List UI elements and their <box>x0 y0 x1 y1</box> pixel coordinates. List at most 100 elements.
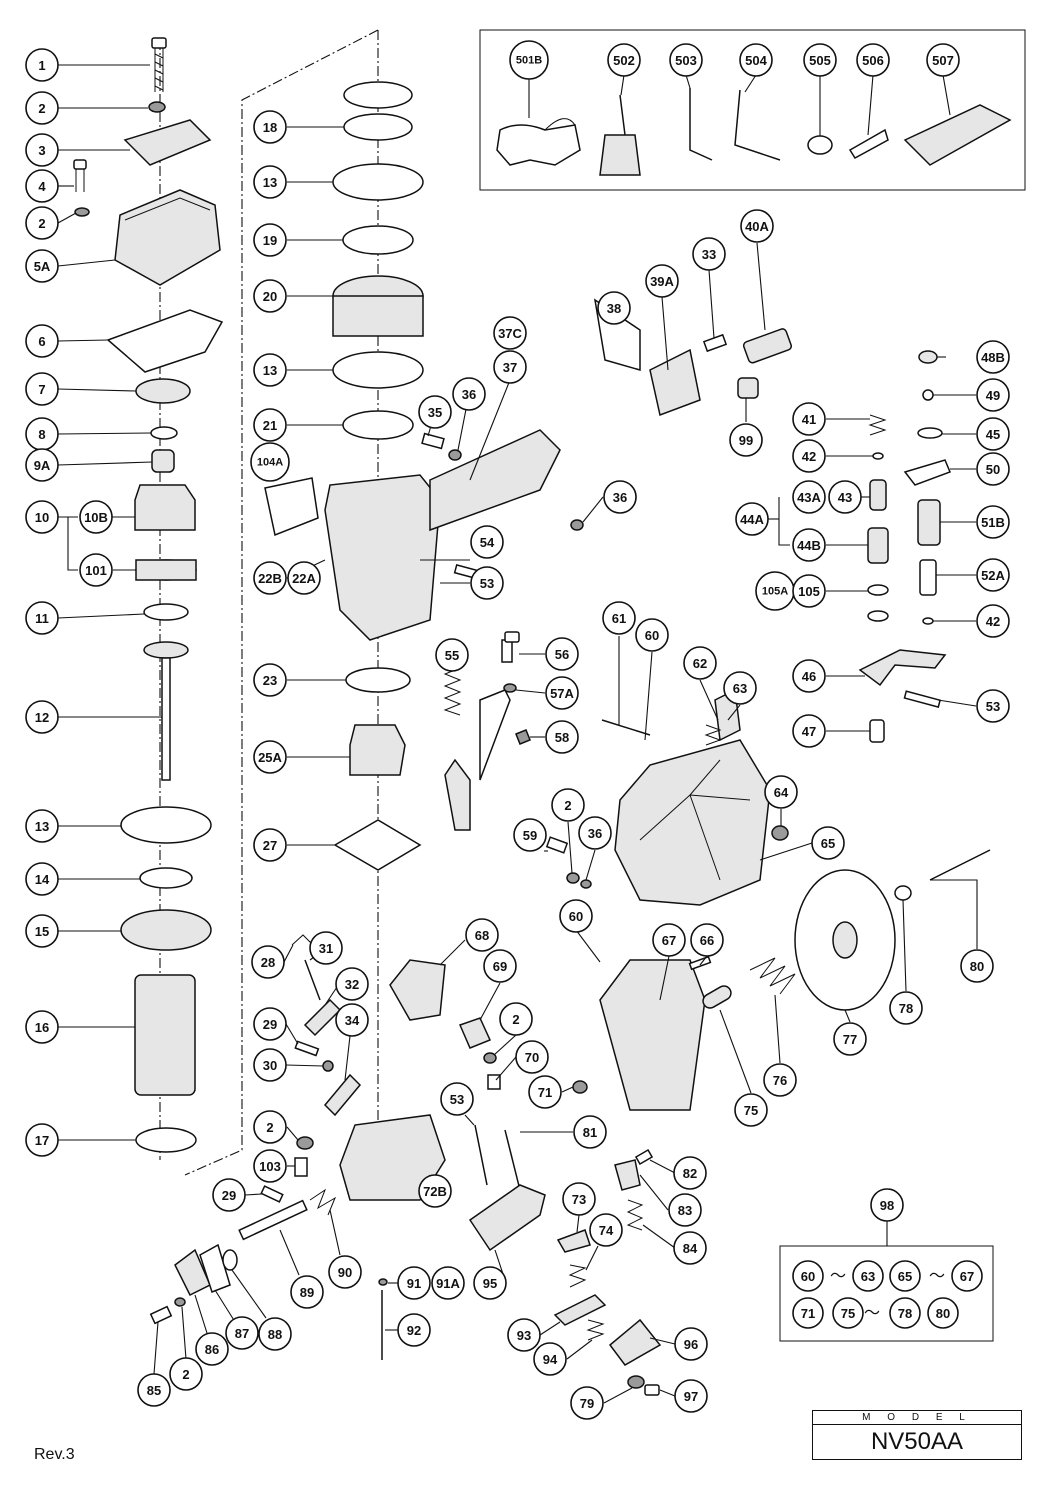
svg-text:28: 28 <box>261 955 275 970</box>
callout-17: 17 <box>25 1123 59 1157</box>
svg-text:17: 17 <box>35 1133 49 1148</box>
svg-text:71: 71 <box>538 1085 552 1100</box>
svg-text:79: 79 <box>580 1396 594 1411</box>
svg-text:62: 62 <box>693 656 707 671</box>
svg-text:7: 7 <box>38 382 45 397</box>
svg-text:501B: 501B <box>516 55 542 67</box>
kit-item-71: 71 <box>792 1297 824 1329</box>
kit-item-78: 78 <box>889 1297 921 1329</box>
callout-10b: 10B <box>79 500 113 534</box>
svg-text:29: 29 <box>222 1188 236 1203</box>
callout-68: 68 <box>465 918 499 952</box>
svg-text:18: 18 <box>263 120 277 135</box>
callout-59: 59 <box>513 818 547 852</box>
svg-text:86: 86 <box>205 1342 219 1357</box>
svg-text:20: 20 <box>263 289 277 304</box>
callout-2: 2 <box>169 1357 203 1391</box>
callout-2: 2 <box>25 91 59 125</box>
callout-56: 56 <box>545 637 579 671</box>
callout-53: 53 <box>470 566 504 600</box>
callout-32: 32 <box>335 967 369 1001</box>
svg-text:53: 53 <box>480 576 494 591</box>
svg-text:61: 61 <box>612 611 626 626</box>
callout-7: 7 <box>25 372 59 406</box>
svg-text:77: 77 <box>843 1032 857 1047</box>
callout-97: 97 <box>674 1379 708 1413</box>
callout-12: 12 <box>25 700 59 734</box>
svg-text:38: 38 <box>607 301 621 316</box>
callout-42: 42 <box>976 604 1010 638</box>
callout-75: 75 <box>734 1093 768 1127</box>
callout-33: 33 <box>692 237 726 271</box>
svg-text:105: 105 <box>798 584 820 599</box>
svg-text:34: 34 <box>345 1013 360 1028</box>
callout-64: 64 <box>764 775 798 809</box>
callout-23: 23 <box>253 663 287 697</box>
callout-34: 34 <box>335 1003 369 1037</box>
svg-text:103: 103 <box>259 1159 281 1174</box>
svg-text:105A: 105A <box>762 586 788 598</box>
callout-67: 67 <box>652 923 686 957</box>
callout-88: 88 <box>258 1317 292 1351</box>
callout-35: 35 <box>418 395 452 429</box>
callout-29: 29 <box>253 1007 287 1041</box>
svg-text:22B: 22B <box>258 571 282 586</box>
callout-1: 1 <box>25 48 59 82</box>
callout-19: 19 <box>253 223 287 257</box>
callout-86: 86 <box>195 1332 229 1366</box>
svg-text:90: 90 <box>338 1265 352 1280</box>
svg-text:43A: 43A <box>797 490 821 505</box>
svg-text:63: 63 <box>733 681 747 696</box>
part-illustrations <box>57 29 1026 1404</box>
callout-81: 81 <box>573 1115 607 1149</box>
callout-22b: 22B <box>253 561 287 595</box>
kit-range-symbol: 〜 <box>929 1266 945 1285</box>
svg-text:47: 47 <box>802 724 816 739</box>
callout-14: 14 <box>25 862 59 896</box>
svg-text:42: 42 <box>986 614 1000 629</box>
svg-text:40A: 40A <box>745 219 769 234</box>
callout-52a: 52A <box>976 558 1010 592</box>
svg-text:2: 2 <box>182 1367 189 1382</box>
callout-36: 36 <box>603 480 637 514</box>
svg-text:69: 69 <box>493 959 507 974</box>
callout-48b: 48B <box>976 340 1010 374</box>
callout-70: 70 <box>515 1040 549 1074</box>
callout-3: 3 <box>25 133 59 167</box>
svg-text:32: 32 <box>345 977 359 992</box>
svg-text:94: 94 <box>543 1352 558 1367</box>
callout-72b: 72B <box>418 1174 452 1208</box>
callout-46: 46 <box>792 659 826 693</box>
svg-text:57A: 57A <box>550 686 574 701</box>
svg-text:37C: 37C <box>498 326 522 341</box>
svg-text:37: 37 <box>503 360 517 375</box>
svg-text:19: 19 <box>263 233 277 248</box>
svg-text:23: 23 <box>263 673 277 688</box>
svg-text:54: 54 <box>480 535 495 550</box>
model-box: M O D E L NV50AA <box>812 1410 1022 1460</box>
svg-text:36: 36 <box>613 490 627 505</box>
kit-item-65: 65 <box>889 1260 921 1292</box>
svg-text:44B: 44B <box>797 538 821 553</box>
svg-text:76: 76 <box>773 1073 787 1088</box>
svg-text:58: 58 <box>555 730 569 745</box>
callout-503: 503 <box>669 43 703 77</box>
callout-2: 2 <box>499 1002 533 1036</box>
callout-74: 74 <box>589 1213 623 1247</box>
svg-text:104A: 104A <box>257 457 283 469</box>
svg-text:89: 89 <box>300 1285 314 1300</box>
svg-text:25A: 25A <box>258 750 282 765</box>
svg-text:75: 75 <box>744 1103 758 1118</box>
svg-text:74: 74 <box>599 1223 614 1238</box>
callout-45: 45 <box>976 417 1010 451</box>
callout-38: 38 <box>597 291 631 325</box>
callout-60: 60 <box>635 618 669 652</box>
callout-27: 27 <box>253 828 287 862</box>
svg-text:504: 504 <box>745 53 767 68</box>
callout-93: 93 <box>507 1318 541 1352</box>
svg-text:93: 93 <box>517 1328 531 1343</box>
callout-77: 77 <box>833 1022 867 1056</box>
svg-text:506: 506 <box>862 53 884 68</box>
